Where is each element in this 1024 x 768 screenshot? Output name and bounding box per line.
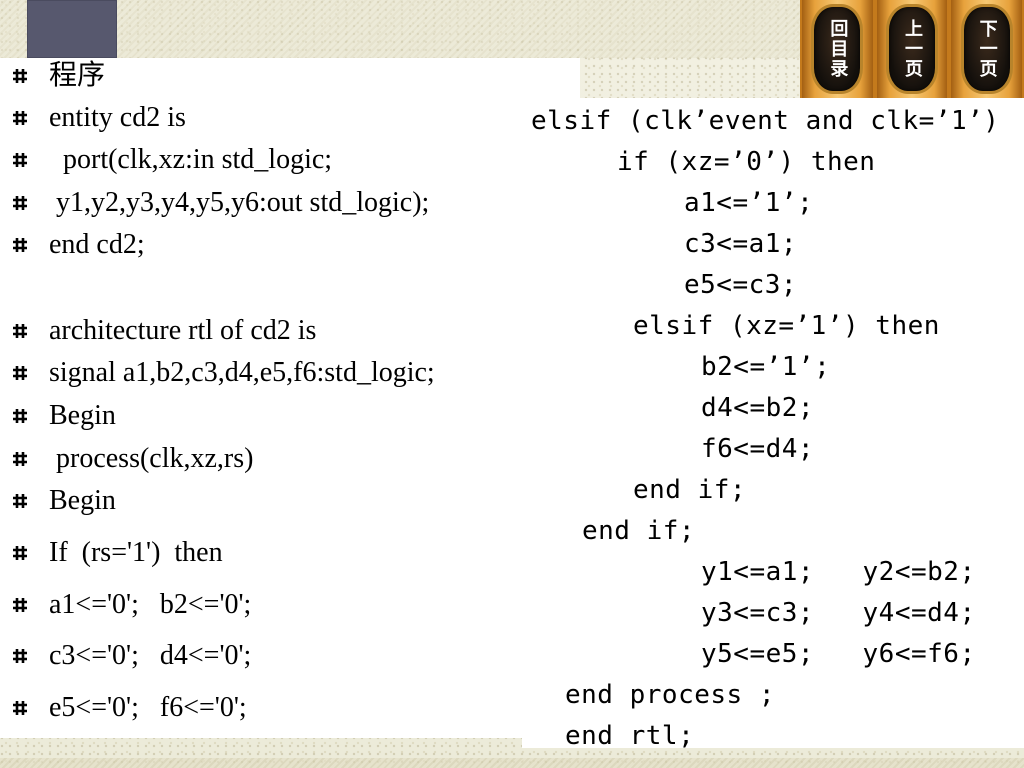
list-item: Begin [0, 483, 522, 519]
previous-page-button[interactable]: 上一页 [876, 0, 948, 98]
program-line: Begin [49, 400, 116, 431]
hash-bullet-icon [12, 237, 28, 253]
code-line: elsif (clk’event and clk=’1’) [531, 106, 1000, 136]
program-line: a1<='0'; b2<='0'; [49, 589, 252, 620]
list-item: signal a1,b2,c3,d4,e5,f6:std_logic; [0, 355, 522, 391]
program-line: port(clk,xz:in std_logic; [49, 144, 333, 175]
hash-bullet-icon [12, 597, 28, 613]
list-item: process(clk,xz,rs) [0, 441, 522, 477]
hash-bullet-icon [12, 493, 28, 509]
left-content-panel [0, 58, 522, 738]
toc-button-label: 回目录 [827, 19, 849, 79]
footer-texture-band [0, 758, 1024, 768]
hash-bullet-icon [12, 110, 28, 126]
code-line: y1<=a1; y2<=b2; [701, 557, 976, 587]
program-line: Begin [49, 485, 116, 516]
program-line: signal a1,b2,c3,d4,e5,f6:std_logic; [49, 357, 435, 388]
code-line: elsif (xz=’1’) then [633, 311, 940, 341]
program-line: If (rs='1') then [49, 537, 223, 568]
list-item: a1<='0'; b2<='0'; [0, 587, 522, 623]
slide-navigation: 回目录 上一页 下一页 [800, 0, 1024, 98]
code-line: e5<=c3; [684, 270, 798, 300]
list-item: If (rs='1') then [0, 535, 522, 571]
code-line: end process ; [565, 680, 775, 710]
list-item: 程序 [0, 58, 522, 94]
list-item: port(clk,xz:in std_logic; [0, 142, 522, 178]
hash-bullet-icon [12, 408, 28, 424]
code-line: end if; [633, 475, 747, 505]
program-line: y1,y2,y3,y4,y5,y6:out std_logic); [49, 187, 430, 218]
next-button-label: 下一页 [976, 19, 998, 79]
hash-bullet-icon [12, 700, 28, 716]
list-item: e5<='0'; f6<='0'; [0, 690, 522, 726]
list-item: architecture rtl of cd2 is [0, 313, 522, 349]
right-content-panel [522, 98, 1024, 748]
list-item: end cd2; [0, 227, 522, 263]
program-line: 程序 [49, 60, 106, 91]
table-of-contents-button[interactable]: 回目录 [802, 0, 873, 98]
hash-bullet-icon [12, 323, 28, 339]
list-item: Begin [0, 398, 522, 434]
hash-bullet-icon [12, 152, 28, 168]
program-line: entity cd2 is [49, 102, 186, 133]
prev-button-label: 上一页 [902, 19, 923, 79]
program-line: process(clk,xz,rs) [49, 443, 254, 474]
list-item: c3<='0'; d4<='0'; [0, 638, 522, 674]
program-line: architecture rtl of cd2 is [49, 315, 317, 346]
code-line: y5<=e5; y6<=f6; [701, 639, 976, 669]
program-line: end cd2; [49, 229, 145, 260]
code-line: d4<=b2; [701, 393, 815, 423]
code-line: a1<=’1’; [684, 188, 814, 218]
left-title-panel [0, 58, 580, 98]
hash-bullet-icon [12, 451, 28, 467]
program-line: e5<='0'; f6<='0'; [49, 692, 247, 723]
hash-bullet-icon [12, 195, 28, 211]
hash-bullet-icon [12, 365, 28, 381]
code-line: end if; [582, 516, 696, 546]
hash-bullet-icon [12, 68, 28, 84]
code-line: end rtl; [565, 721, 695, 751]
corner-decoration [27, 0, 117, 58]
code-line: b2<=’1’; [701, 352, 831, 382]
next-page-button[interactable]: 下一页 [951, 0, 1023, 98]
hash-bullet-icon [12, 648, 28, 664]
code-line: y3<=c3; y4<=d4; [701, 598, 976, 628]
code-line: if (xz=’0’) then [617, 147, 876, 177]
hash-bullet-icon [12, 545, 28, 561]
code-line: c3<=a1; [684, 229, 798, 259]
list-item: entity cd2 is [0, 100, 522, 136]
code-line: f6<=d4; [701, 434, 815, 464]
list-item: y1,y2,y3,y4,y5,y6:out std_logic); [0, 185, 522, 221]
program-line: c3<='0'; d4<='0'; [49, 640, 252, 671]
